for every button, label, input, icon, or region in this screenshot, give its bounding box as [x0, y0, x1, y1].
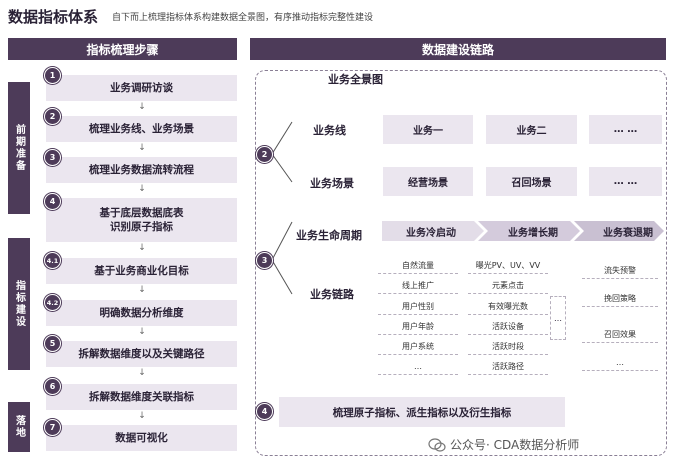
watermark: 公众号· CDA数据分析师	[428, 436, 579, 453]
left-section-header: 指标梳理步骤	[8, 38, 237, 60]
chain-item: 用户系统	[378, 339, 458, 355]
step-badge: 5	[44, 335, 61, 352]
business-scene-cell[interactable]: 召回场景	[486, 167, 577, 196]
panorama-panel	[255, 70, 667, 456]
step-badge: 6	[44, 378, 61, 395]
page-subtitle: 自下而上梳理指标体系构建数据全景图，有序推动指标完整性建设	[112, 13, 374, 23]
phase-build: 指标建设	[8, 238, 30, 370]
down-arrow-icon: ↓	[138, 327, 146, 337]
lifecycle-stage: 业务衰退期	[603, 227, 653, 239]
page-title: 数据指标体系	[8, 8, 99, 26]
chain-item: 活跃设备	[468, 319, 548, 335]
step-badge: 4	[44, 193, 61, 210]
step-badge: 4.2	[44, 294, 61, 311]
atomic-metrics-bar[interactable]: 梳理原子指标、派生指标以及衍生指标	[279, 397, 565, 427]
down-arrow-icon: ↓	[138, 243, 146, 253]
business-scene-cell[interactable]: … …	[589, 167, 662, 196]
chain-item: …	[582, 355, 658, 371]
step-box[interactable]: 梳理业务数据流转流程	[46, 157, 237, 183]
chain-item: 流失预警	[582, 263, 658, 279]
step-box[interactable]: 梳理业务线、业务场景	[46, 116, 237, 142]
chain-item: 元素点击	[468, 278, 548, 294]
down-arrow-icon: ↓	[138, 285, 146, 295]
chain-badge: 4	[256, 403, 273, 420]
lifecycle-stage: 业务增长期	[508, 227, 558, 239]
step-badge: 2	[44, 108, 61, 125]
business-scene-cell[interactable]: 经营场景	[383, 167, 473, 196]
chain-badge: 2	[256, 146, 273, 163]
step-badge: 1	[44, 67, 61, 84]
chain-item: 活跃路径	[468, 359, 548, 375]
chain-item: 召回效果	[582, 327, 658, 343]
down-arrow-icon: ↓	[138, 102, 146, 112]
wechat-icon	[428, 437, 446, 452]
step-box[interactable]: 拆解数据维度关联指标	[46, 384, 237, 410]
chain-label: 业务链路	[310, 288, 354, 301]
business-line-cell[interactable]: … …	[589, 115, 662, 144]
chain-item: 用户性别	[378, 299, 458, 315]
step-badge: 7	[44, 419, 61, 436]
business-line-cell[interactable]: 业务二	[486, 115, 577, 144]
down-arrow-icon: ↓	[138, 143, 146, 153]
step-box[interactable]: 拆解数据维度以及关键路径	[46, 341, 237, 367]
right-section-header: 数据建设链路	[250, 38, 666, 60]
step-label: 拆解数据维度以及关键路径	[78, 347, 205, 360]
step-label: 明确数据分析维度	[99, 306, 184, 319]
chain-item: 有效曝光数	[468, 299, 548, 315]
business-line-cell[interactable]: 业务一	[383, 115, 473, 144]
business-scene-label: 业务场景	[310, 177, 354, 190]
step-box[interactable]: 数据可视化	[46, 425, 237, 451]
step-box[interactable]: 明确数据分析维度	[46, 300, 237, 326]
chain-item: 自然流量	[378, 258, 458, 274]
chain-item: …	[378, 359, 458, 375]
step-box[interactable]: 基于底层数据底表 识别原子指标	[46, 198, 237, 242]
step-label: 梳理业务线、业务场景	[89, 122, 194, 135]
lifecycle-label: 业务生命周期	[296, 229, 362, 242]
chain-item: 活跃时段	[468, 339, 548, 355]
step-box[interactable]: 基于业务商业化目标	[46, 258, 237, 284]
lifecycle-stage: 业务冷启动	[406, 227, 456, 239]
down-arrow-icon: ↓	[138, 184, 146, 194]
step-badge: 3	[44, 149, 61, 166]
chain-ellipsis: …	[550, 296, 566, 340]
down-arrow-icon: ↓	[138, 368, 146, 378]
step-box[interactable]: 业务调研访谈	[46, 75, 237, 101]
watermark-text: 公众号· CDA数据分析师	[450, 438, 580, 452]
down-arrow-icon: ↓	[138, 411, 146, 421]
panorama-label: 业务全景图	[322, 71, 389, 87]
business-line-label: 业务线	[313, 124, 346, 137]
step-label: 梳理业务数据流转流程	[89, 163, 194, 176]
chain-item: 用户年龄	[378, 319, 458, 335]
phase-landing: 落地	[8, 402, 30, 452]
step-label: 基于业务商业化目标	[94, 264, 189, 277]
chain-badge: 3	[256, 252, 273, 269]
phase-prep: 前期准备	[8, 82, 30, 214]
step-label: 基于底层数据底表 识别原子指标	[99, 206, 184, 233]
chain-item: 曝光PV、UV、VV	[468, 258, 548, 274]
chain-item: 挽回策略	[582, 291, 658, 307]
step-label: 拆解数据维度关联指标	[89, 390, 194, 403]
step-badge: 4.1	[44, 252, 61, 269]
chain-item: 线上推广	[378, 278, 458, 294]
lifecycle-chevrons	[382, 221, 664, 241]
step-label: 数据可视化	[115, 431, 168, 444]
step-label: 业务调研访谈	[110, 81, 173, 94]
